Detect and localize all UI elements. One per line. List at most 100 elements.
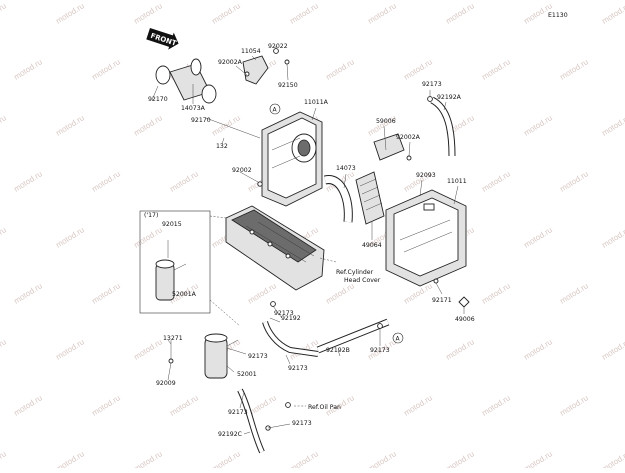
watermark-text: motod.ru: [0, 337, 8, 361]
watermark-text: motod.ru: [54, 1, 86, 25]
bolt-92002a-top: [244, 71, 250, 77]
part-label: 59006: [376, 118, 396, 125]
watermark-text: motod.ru: [366, 113, 398, 137]
watermark-text: motod.ru: [600, 337, 625, 361]
part-label: 92015: [162, 221, 182, 228]
watermark-text: motod.ru: [480, 393, 512, 417]
watermark-text: motod.ru: [366, 1, 398, 25]
part-label: 92173: [228, 409, 248, 416]
part-label: 92170: [148, 96, 168, 103]
part-label: 92192B: [326, 347, 350, 354]
part-label: 92192: [281, 315, 301, 322]
part-label: 11011: [447, 178, 467, 185]
front-arrow-badge: FRONT: [146, 28, 179, 50]
watermark-text: motod.ru: [600, 113, 625, 137]
clamp-92173-top: [427, 96, 433, 102]
watermark-text: motod.ru: [168, 393, 200, 417]
part-label: 49006: [455, 316, 475, 323]
watermark-text: motod.ru: [210, 449, 242, 468]
watermark-text: motod.ru: [54, 225, 86, 249]
air-filter-49064: [355, 171, 385, 225]
part-label: 92192C: [218, 431, 242, 438]
watermark-text: motod.ru: [366, 449, 398, 468]
watermark-text: motod.ru: [480, 169, 512, 193]
bracket-11054: [242, 55, 269, 85]
hose-clamp-92170-lower: [201, 84, 217, 104]
clamp-92173-mid: [270, 301, 276, 307]
part-label: 92022: [268, 43, 288, 50]
watermark-text: motod.ru: [168, 169, 200, 193]
svg-text:A: A: [396, 336, 401, 343]
front-arrow-icon: [146, 28, 179, 50]
bolt-92150: [284, 59, 290, 65]
part-label: 92093: [416, 172, 436, 179]
watermark-text: motod.ru: [132, 225, 164, 249]
watermark-text: motod.ru: [12, 169, 44, 193]
part-label: 52001A: [172, 291, 197, 298]
part-label: 92002: [232, 167, 252, 174]
part-label: 92173: [288, 365, 308, 372]
part-label: 92002A: [396, 134, 421, 141]
watermark-text: motod.ru: [54, 449, 86, 468]
part-label: 13271: [163, 335, 183, 342]
svg-text:A: A: [273, 107, 278, 114]
watermark-text: motod.ru: [90, 57, 122, 81]
ref-marker-a-top: A: [269, 103, 281, 115]
watermark-text: motod.ru: [558, 57, 590, 81]
screw-92171: [433, 278, 439, 284]
bolt-92002: [257, 181, 263, 187]
watermark-text: motod.ru: [558, 393, 590, 417]
watermark-text: motod.ru: [54, 337, 86, 361]
watermark-text: motod.ru: [0, 449, 8, 468]
watermark-text: motod.ru: [522, 113, 554, 137]
bolt-92002a-mid: [406, 155, 412, 161]
watermark-text: motod.ru: [558, 281, 590, 305]
watermark-text: motod.ru: [54, 113, 86, 137]
ref-label-cylinder-head-line1: Ref.Cylinder: [336, 269, 374, 276]
watermark-text: motod.ru: [480, 57, 512, 81]
part-label: 92009: [156, 380, 176, 387]
part-label: 92002A: [218, 59, 243, 66]
watermark-text: motod.ru: [444, 337, 476, 361]
watermark-text: motod.ru: [600, 1, 625, 25]
watermark-text: motod.ru: [132, 113, 164, 137]
part-label: 92170: [191, 117, 211, 124]
part-label: 11054: [241, 48, 261, 55]
part-label: 14073A: [181, 105, 206, 112]
watermark-text: motod.ru: [444, 1, 476, 25]
ref-label-oil-pan: Ref.Oil Pan: [308, 404, 341, 411]
part-label: 11011A: [304, 99, 329, 106]
ref-label-cylinder-head-line2: Head Cover: [344, 277, 381, 284]
part-label: 92173: [370, 347, 390, 354]
intake-duct-group: [155, 58, 217, 104]
watermark-text: motod.ru: [90, 393, 122, 417]
watermark-text: motod.ru: [132, 449, 164, 468]
part-label: 92171: [432, 297, 452, 304]
part-label: 49064: [362, 242, 382, 249]
watermark-text: motod.ru: [600, 225, 625, 249]
part-label: 52001: [237, 371, 257, 378]
cylinder-head-cover: [225, 205, 325, 291]
air-cleaner-cover-11011: [385, 189, 467, 287]
part-label: 92192A: [437, 94, 462, 101]
part-labels: 92170 14073A 92002A 11054 92022 92150 11…: [148, 43, 475, 438]
watermark-text: motod.ru: [12, 57, 44, 81]
cover-59006: [373, 133, 405, 161]
washer-92009: [168, 358, 174, 364]
watermark-text: motod.ru: [0, 1, 8, 25]
hose-clamp-92170: [155, 65, 171, 85]
duct-end-top: [190, 58, 202, 76]
watermark-text: motod.ru: [288, 449, 320, 468]
watermark-text: motod.ru: [402, 393, 434, 417]
watermark-text: motod.ru: [324, 57, 356, 81]
watermark-text: motod.ru: [522, 225, 554, 249]
watermark-text: motod.ru: [0, 225, 8, 249]
watermark-text: motod.ru: [12, 281, 44, 305]
part-label: 92173: [292, 420, 312, 427]
inset-box-2017: [139, 210, 211, 314]
watermark-text: motod.ru: [132, 337, 164, 361]
watermark-text: motod.ru: [522, 449, 554, 468]
